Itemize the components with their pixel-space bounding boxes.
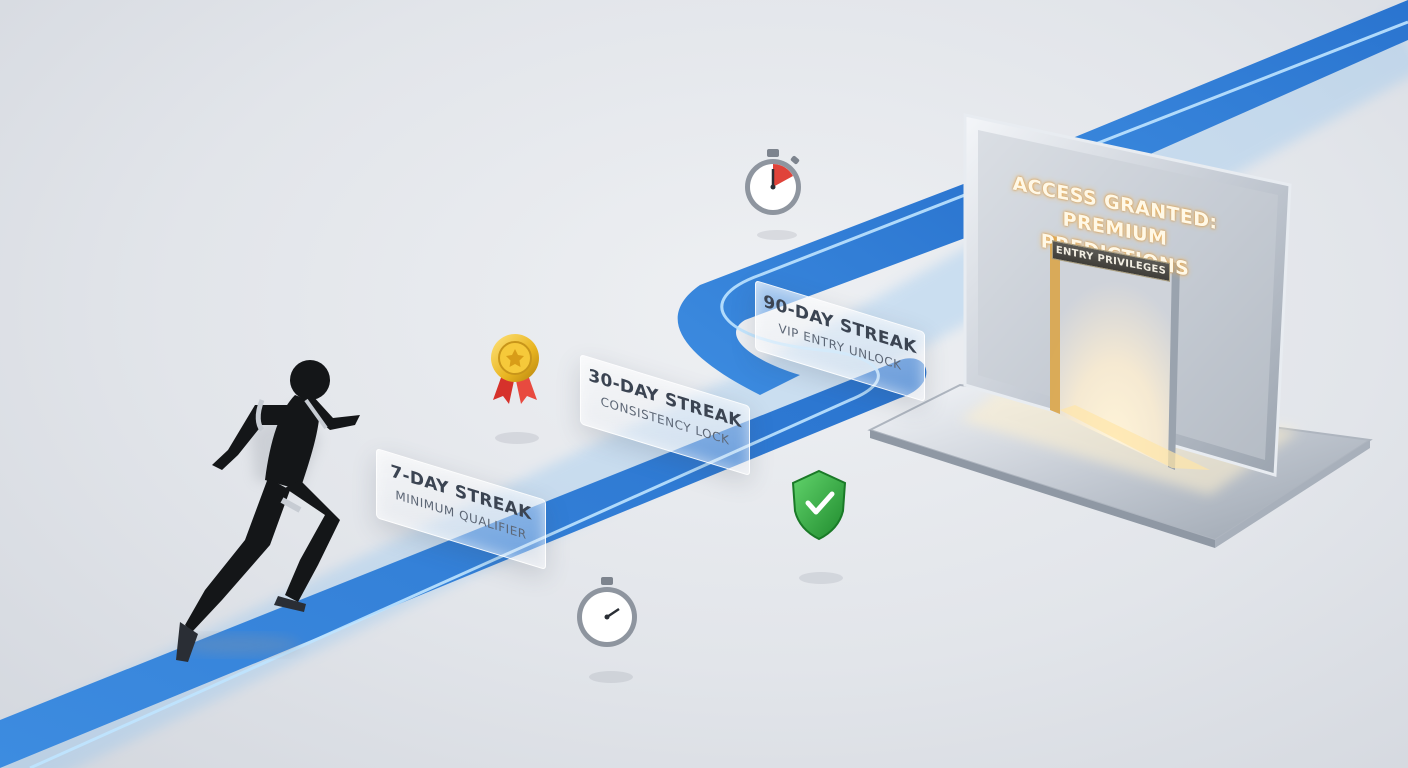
stopwatch-icon	[577, 577, 637, 683]
stopwatch-icon	[745, 149, 801, 240]
track-curve-segment	[677, 170, 1000, 395]
shield-check-icon	[791, 469, 847, 584]
track-lower-segment	[0, 358, 927, 768]
runner-figure	[176, 360, 360, 662]
medal-icon	[491, 334, 539, 444]
gate-structure	[867, 113, 1373, 548]
